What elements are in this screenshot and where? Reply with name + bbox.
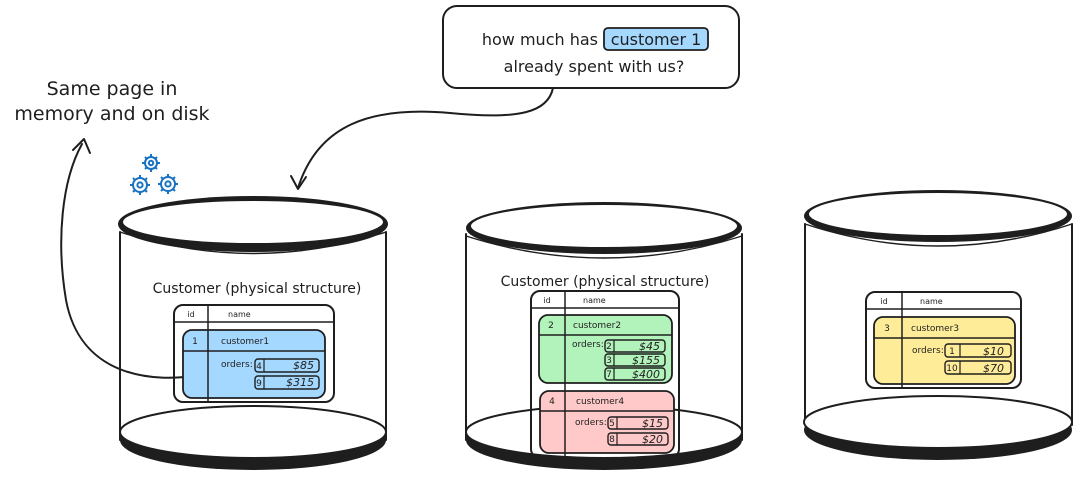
shard-2-title: Customer (physical structure) — [501, 274, 710, 290]
shard-1-header-id: id — [187, 310, 194, 319]
database-cylinder-3 — [803, 190, 1073, 460]
order-amount: $155 — [632, 354, 660, 367]
question-prefix: how much has — [482, 30, 598, 49]
order-chip: 10 $70 — [944, 360, 1012, 375]
orders-label: orders: — [572, 340, 604, 350]
order-amount: $85 — [293, 359, 314, 372]
order-id: 10 — [946, 364, 958, 374]
database-cylinder-1 — [118, 196, 388, 470]
order-amount: $45 — [639, 340, 660, 353]
gears-icon — [130, 154, 178, 195]
customer-record: 2 customer2 orders: 2 $45 3 $155 7 $400 — [538, 314, 673, 384]
orders-label: orders: — [912, 346, 944, 356]
order-chip: 3 $155 — [604, 353, 666, 367]
customer-record: 1 customer1 orders: 4 $85 9 $315 — [182, 329, 326, 399]
order-id: 2 — [606, 342, 612, 352]
annotation-arrow — [60, 138, 206, 379]
order-amount: $15 — [642, 417, 663, 430]
question-highlight-box — [603, 27, 709, 51]
shard-3-header-name: name — [920, 297, 943, 306]
order-chip: 1 $10 — [944, 343, 1012, 358]
customer-record: 4 customer4 orders: 5 $15 8 $20 — [539, 390, 675, 454]
customer-record: 3 customer3 orders: 1 $10 10 $70 — [873, 316, 1016, 385]
question-line2: already spent with us? — [504, 57, 685, 76]
shard-2-header-id: id — [543, 296, 550, 305]
customer-name: customer3 — [911, 324, 959, 334]
order-amount: $400 — [632, 368, 660, 381]
customer-name: customer4 — [576, 397, 624, 407]
customer-id: 3 — [884, 324, 890, 334]
shard-3-table: id name 3 customer3 orders: 1 $10 10 $70 — [865, 291, 1022, 389]
order-id: 9 — [256, 379, 262, 389]
order-chip: 7 $400 — [604, 367, 666, 381]
shard-2-table: id name 2 customer2 orders: 2 $45 3 $155 — [530, 290, 680, 459]
order-id: 3 — [606, 356, 612, 366]
order-amount: $20 — [642, 433, 663, 446]
order-amount: $10 — [983, 345, 1004, 358]
order-id: 1 — [949, 347, 955, 357]
order-chip: 8 $20 — [607, 432, 669, 446]
orders-label: orders: — [221, 360, 253, 370]
order-id: 7 — [606, 370, 612, 380]
order-amount: $315 — [286, 376, 314, 389]
annotation-line2: memory and on disk — [14, 103, 209, 125]
shard-1-title: Customer (physical structure) — [153, 281, 362, 297]
shard-1-header-name: name — [228, 310, 251, 319]
order-chip: 9 $315 — [254, 375, 320, 390]
order-chip: 4 $85 — [254, 358, 320, 373]
customer-id: 4 — [549, 397, 555, 407]
orders-label: orders: — [575, 418, 607, 428]
customer-name: customer2 — [573, 321, 621, 331]
question-box — [442, 5, 740, 89]
order-id: 4 — [256, 362, 262, 372]
order-id: 5 — [609, 419, 615, 429]
question-arrow — [290, 87, 554, 190]
shard-1-table: id name 1 customer1 orders: 4 $85 9 $315 — [173, 304, 335, 403]
annotation-line1: Same page in — [47, 78, 178, 100]
order-chip: 5 $15 — [607, 416, 669, 430]
shard-3-header-id: id — [880, 297, 887, 306]
question-bubble: how much has customer 1 already spent wi… — [442, 5, 740, 89]
order-id: 8 — [609, 435, 615, 445]
customer-id: 1 — [192, 337, 198, 347]
order-chip: 2 $45 — [604, 339, 666, 353]
order-amount: $70 — [983, 362, 1004, 375]
shard-2-header-name: name — [583, 296, 606, 305]
customer-id: 2 — [548, 321, 554, 331]
customer-name: customer1 — [221, 337, 269, 347]
question-highlight: customer 1 — [611, 30, 702, 49]
